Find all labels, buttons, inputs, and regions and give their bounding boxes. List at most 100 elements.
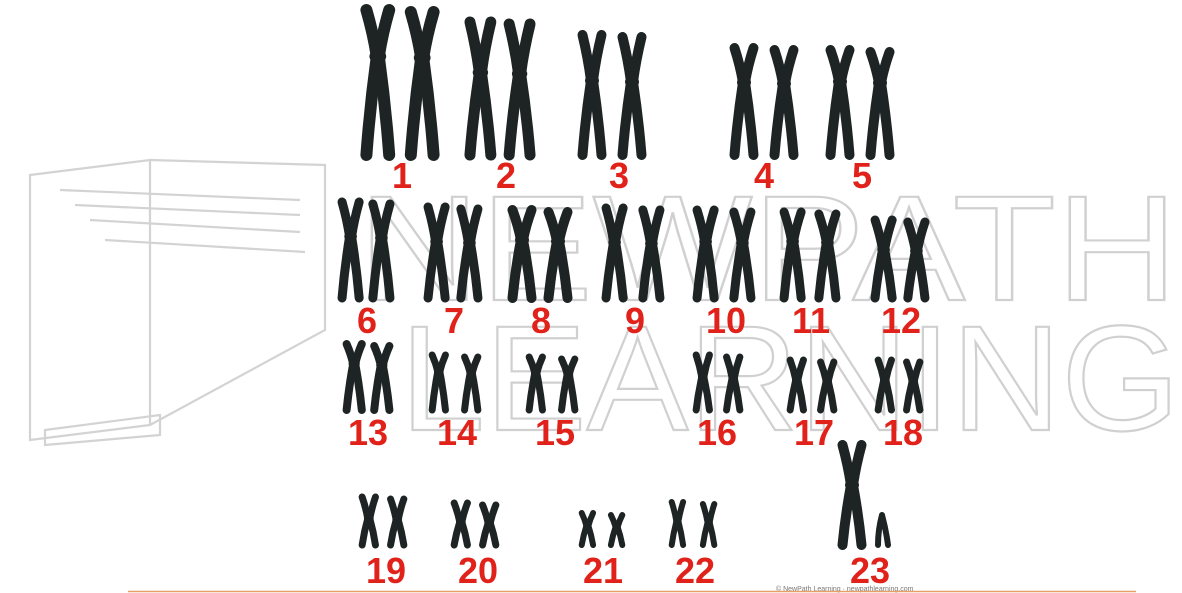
chromatid-arm — [710, 522, 715, 545]
book-logo-icon — [30, 160, 325, 445]
chromosome — [362, 497, 375, 545]
chromosome-pair-19: 19 — [362, 497, 406, 591]
centromere — [456, 518, 466, 526]
centromere — [430, 237, 443, 247]
centromere — [585, 75, 599, 86]
chromosome-label: 22 — [675, 550, 715, 591]
chromosome-pair-23: 23 — [843, 445, 891, 591]
chromatid-arm — [342, 237, 350, 298]
chromosome-label: 14 — [437, 412, 477, 453]
chromosome-pair-20: 20 — [454, 503, 498, 591]
chromosome-label: 13 — [348, 412, 388, 453]
centromere — [344, 232, 357, 242]
chromosome — [775, 50, 794, 155]
centromere — [515, 234, 529, 245]
chromosome-label: 17 — [794, 412, 834, 453]
chromatid-arm — [347, 364, 354, 410]
chromosome-label: 18 — [883, 412, 923, 453]
chromosome — [366, 10, 389, 155]
chromatid-arm — [853, 485, 862, 545]
centromere — [673, 518, 681, 525]
chromosome — [470, 22, 491, 155]
centromere — [645, 238, 658, 248]
chromosome — [672, 502, 683, 545]
centromere — [877, 245, 890, 255]
centromere — [777, 78, 791, 89]
chromatid-arm — [703, 522, 708, 545]
centromere — [376, 361, 387, 370]
centromere — [728, 374, 738, 382]
chromatid-arm — [678, 521, 683, 545]
centromere — [512, 68, 527, 80]
centromere — [466, 369, 476, 377]
chromatid-arm — [521, 24, 530, 74]
chromosome-label: 4 — [754, 155, 774, 196]
chromatid-arm — [521, 74, 530, 155]
chromatid-arm — [423, 12, 433, 58]
centromere — [822, 377, 832, 385]
chromosome-label: 2 — [496, 155, 516, 196]
centromere — [698, 373, 708, 381]
chromosome-label: 3 — [609, 155, 629, 196]
centromere — [880, 376, 890, 384]
chromatid-arm — [481, 73, 490, 155]
chromatid-arm — [785, 84, 794, 155]
chromatid-arm — [593, 35, 602, 81]
centromere — [463, 238, 476, 248]
chromatid-arm — [379, 10, 389, 56]
chromosome — [703, 504, 714, 545]
chromosome-label: 8 — [531, 300, 551, 341]
centromere — [699, 237, 712, 247]
chromosome-label: 9 — [625, 300, 645, 341]
centromere — [531, 369, 541, 377]
centromere — [786, 236, 799, 246]
chromatid-arm — [355, 364, 362, 410]
centromere — [484, 519, 494, 527]
chromosome-label: 5 — [852, 155, 872, 196]
chromatid-arm — [379, 56, 389, 155]
chromosome-label: 20 — [458, 550, 498, 591]
chromosome-label: 15 — [535, 412, 575, 453]
chromatid-arm — [633, 37, 642, 82]
chromosome — [483, 505, 496, 545]
chromosome-label: 1 — [392, 155, 412, 196]
chromosome — [582, 513, 593, 545]
centromere — [704, 519, 712, 526]
chromosome — [411, 12, 434, 155]
chromosome-label: 23 — [850, 550, 890, 591]
chromosome — [583, 35, 602, 155]
chromatid-arm — [881, 83, 890, 155]
centromere — [583, 523, 591, 530]
chromosome — [454, 503, 467, 545]
chromatid-arm — [398, 520, 404, 545]
chromosome-label: 11 — [792, 300, 830, 341]
centromere — [473, 66, 488, 78]
centromere — [908, 377, 918, 385]
chromatid-arm — [841, 82, 850, 156]
centromere — [364, 515, 374, 523]
chromatid-arm — [423, 58, 433, 155]
chromosome — [509, 24, 530, 155]
centromere — [551, 236, 565, 247]
chromosome-label: 7 — [444, 300, 464, 341]
chromatid-arm — [481, 22, 490, 73]
centromere — [736, 238, 749, 248]
centromere — [608, 237, 621, 247]
centromere — [349, 359, 360, 368]
centromere — [414, 51, 431, 64]
chromatid-arm — [672, 521, 677, 545]
centromere — [910, 246, 923, 256]
chromatid-arm — [383, 365, 390, 410]
centromere — [434, 368, 444, 376]
chromosome-pair-13: 13 — [347, 344, 390, 453]
centromere — [612, 524, 620, 531]
chromosome-label: 12 — [881, 300, 921, 341]
chromosome-label: 6 — [357, 300, 377, 341]
centromere — [737, 77, 751, 88]
chromatid-arm — [370, 519, 376, 545]
chromosome — [342, 202, 359, 298]
centromere — [392, 516, 402, 524]
centromere — [563, 370, 573, 378]
